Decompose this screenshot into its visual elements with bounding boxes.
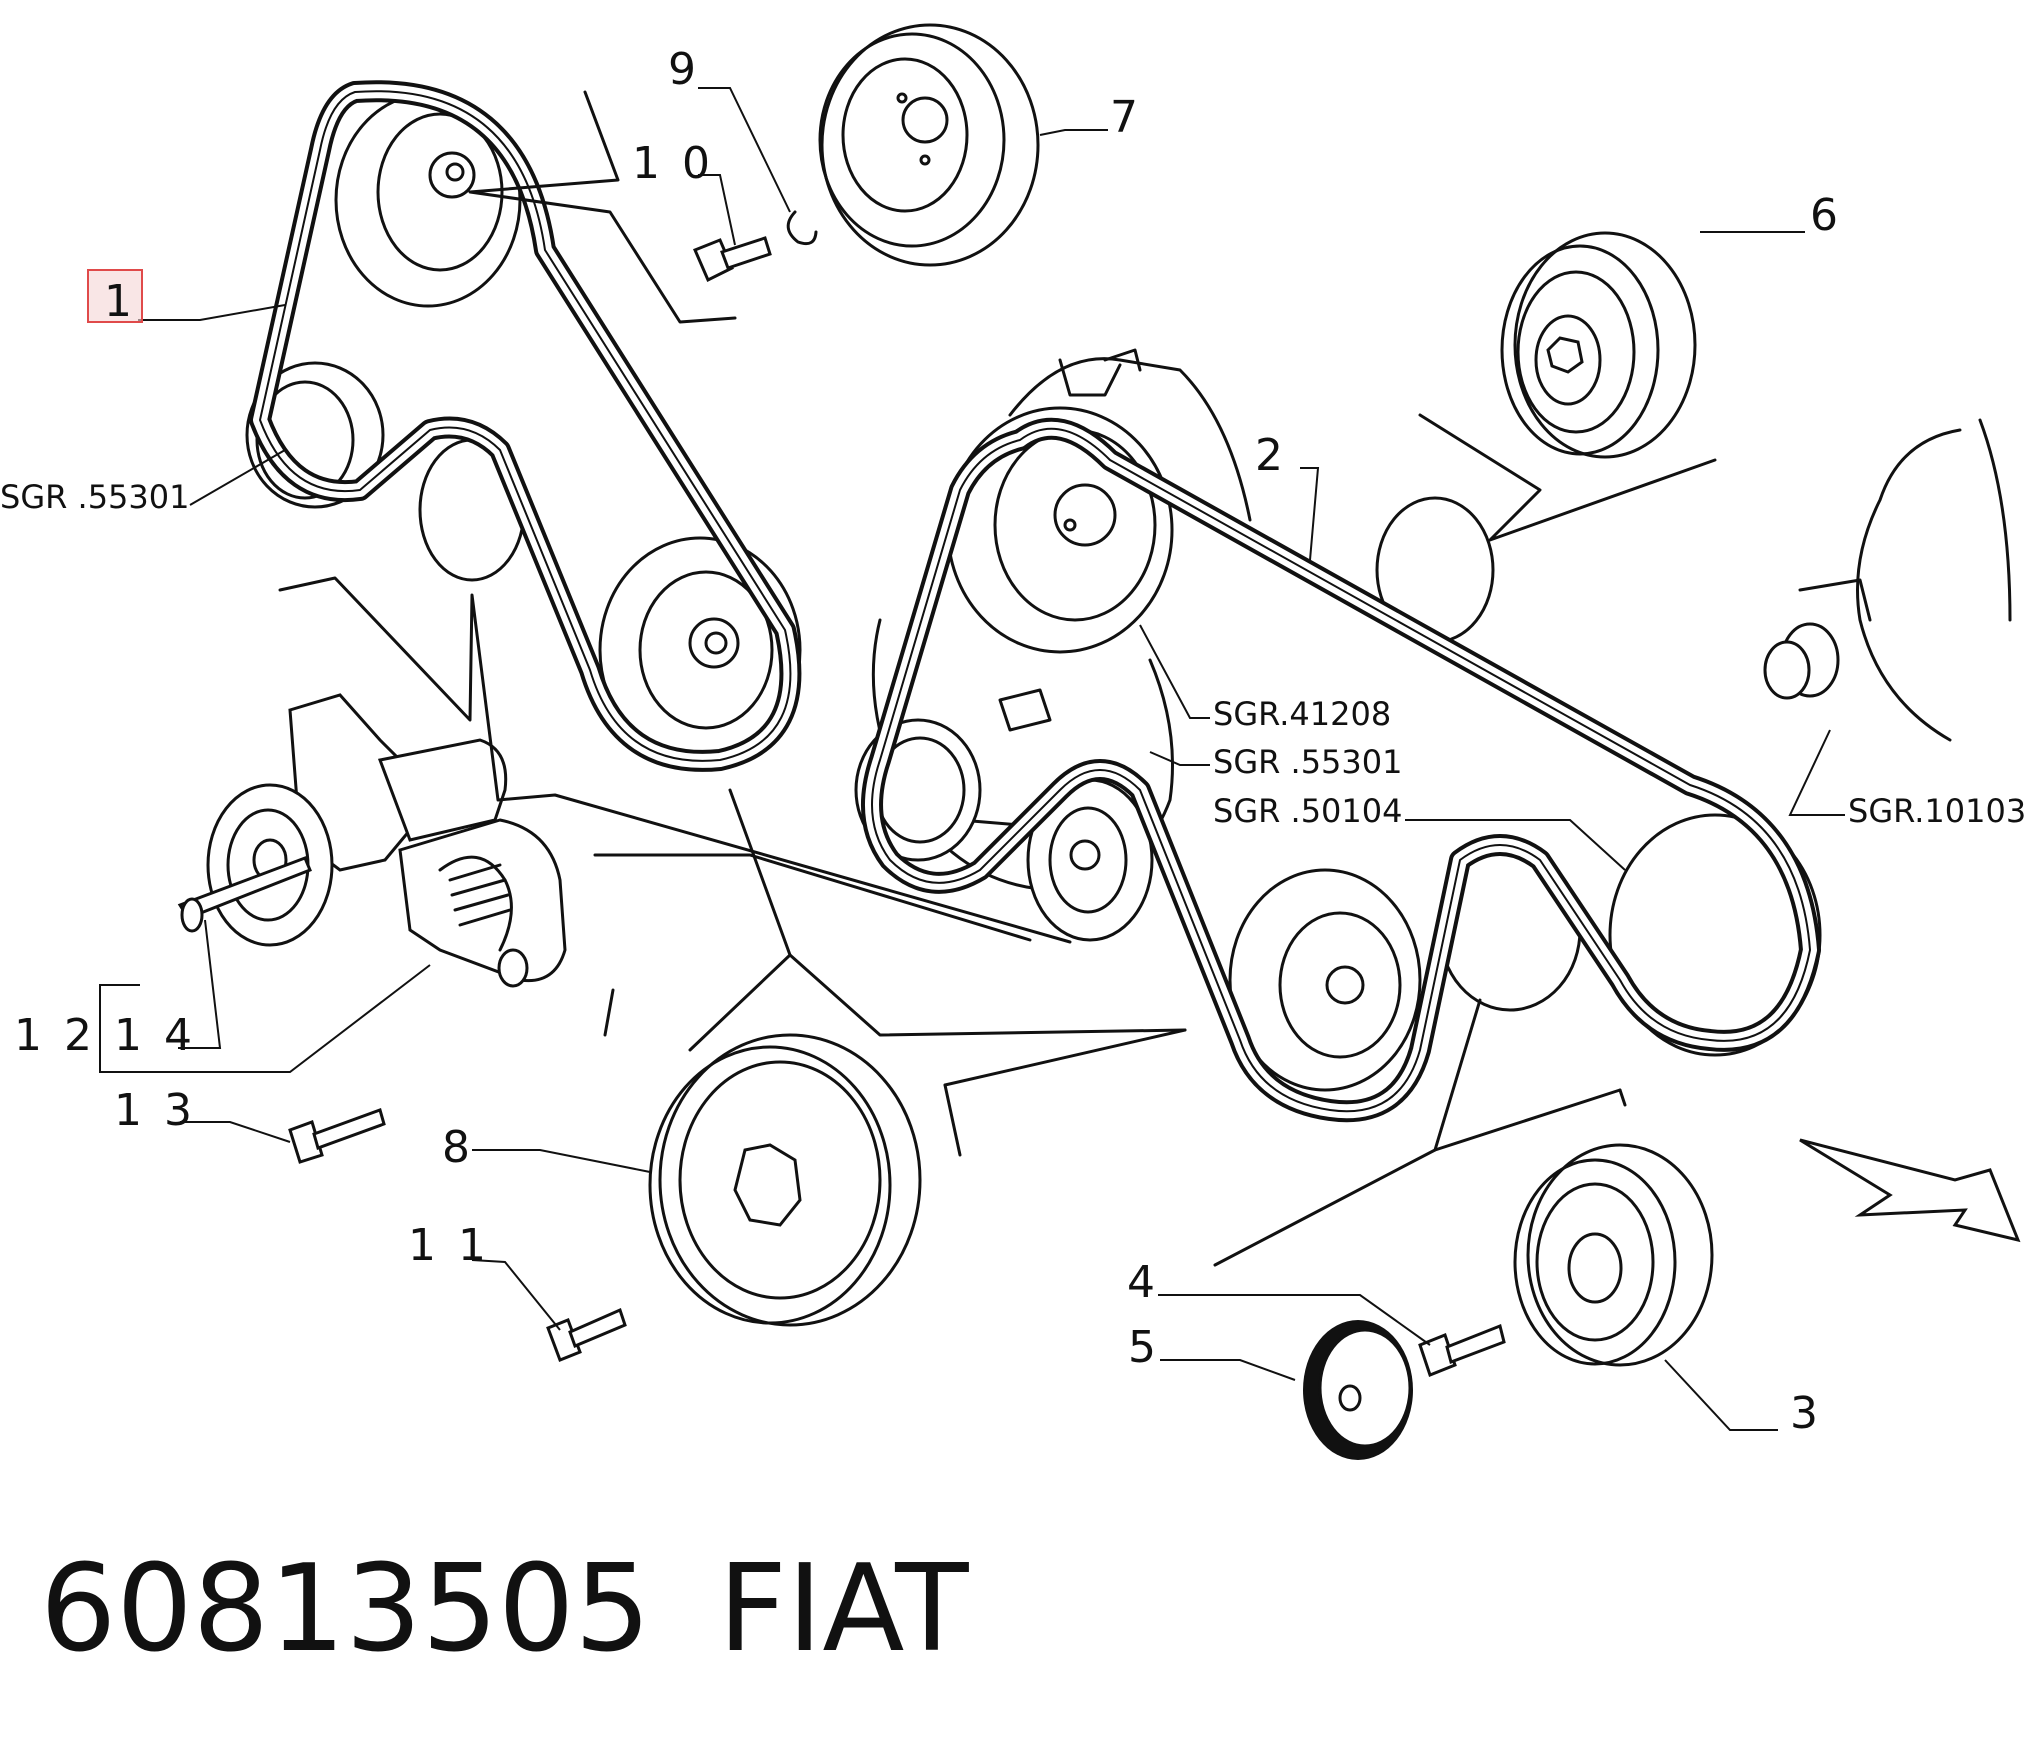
leader-lines (99, 87, 1845, 1431)
callout-1-highlight (87, 269, 143, 323)
poly-v-belt-2 (861, 417, 1821, 1123)
bolt-10 (693, 236, 772, 283)
bottom-pulley (1228, 868, 1422, 1092)
callout-5: 5 (1128, 1322, 1160, 1373)
callout-2: 2 (1255, 430, 1287, 481)
bolt-4 (1418, 1323, 1506, 1377)
callout-8: 8 (442, 1122, 474, 1173)
direction-arrow (1799, 1138, 2021, 1243)
compressor-body (1008, 348, 1252, 522)
pulley-8 (648, 1033, 922, 1327)
callout-11: 1 1 (408, 1220, 490, 1271)
callout-12: 1 2 (14, 1010, 96, 1061)
ref-sgr-10103: SGR.10103 (1848, 792, 2026, 830)
crankshaft-hub-sgr-10103 (1763, 418, 2012, 742)
poly-v-belt-1 (249, 80, 802, 772)
ref-sgr-55301-left: SGR .55301 (0, 478, 189, 516)
callout-9: 9 (668, 44, 700, 95)
callout-13: 1 3 (114, 1085, 196, 1136)
callout-14: 1 4 (114, 1010, 196, 1061)
circlip-9 (786, 210, 818, 246)
tensioner-assembly (177, 693, 567, 988)
ref-sgr-50104: SGR .50104 (1213, 792, 1402, 830)
callout-10: 1 0 (632, 138, 714, 189)
idler-pulley-6 (1500, 231, 1697, 459)
pulley-sgr-41208 (946, 406, 1174, 654)
idler-pulley-3 (1513, 1143, 1714, 1367)
bolt-11 (546, 1307, 627, 1362)
callout-7: 7 (1110, 92, 1142, 143)
part-number: 60813505 (40, 1540, 651, 1679)
ref-sgr-41208: SGR.41208 (1213, 695, 1391, 733)
brand-name: FIAT (718, 1540, 969, 1679)
callout-6: 6 (1810, 190, 1842, 241)
section-lines (278, 90, 1717, 1267)
callout-4: 4 (1127, 1257, 1159, 1308)
callout-3: 3 (1790, 1388, 1822, 1439)
pulley-7 (818, 23, 1040, 267)
bolt-13 (288, 1108, 386, 1164)
callout-1: 1 (104, 276, 136, 327)
crankshaft-pulley-sgr-50104 (1608, 813, 1822, 1057)
left-belt-assembly (245, 80, 802, 772)
dust-cap-5 (1303, 1320, 1413, 1460)
ref-sgr-55301-right: SGR .55301 (1213, 743, 1402, 781)
